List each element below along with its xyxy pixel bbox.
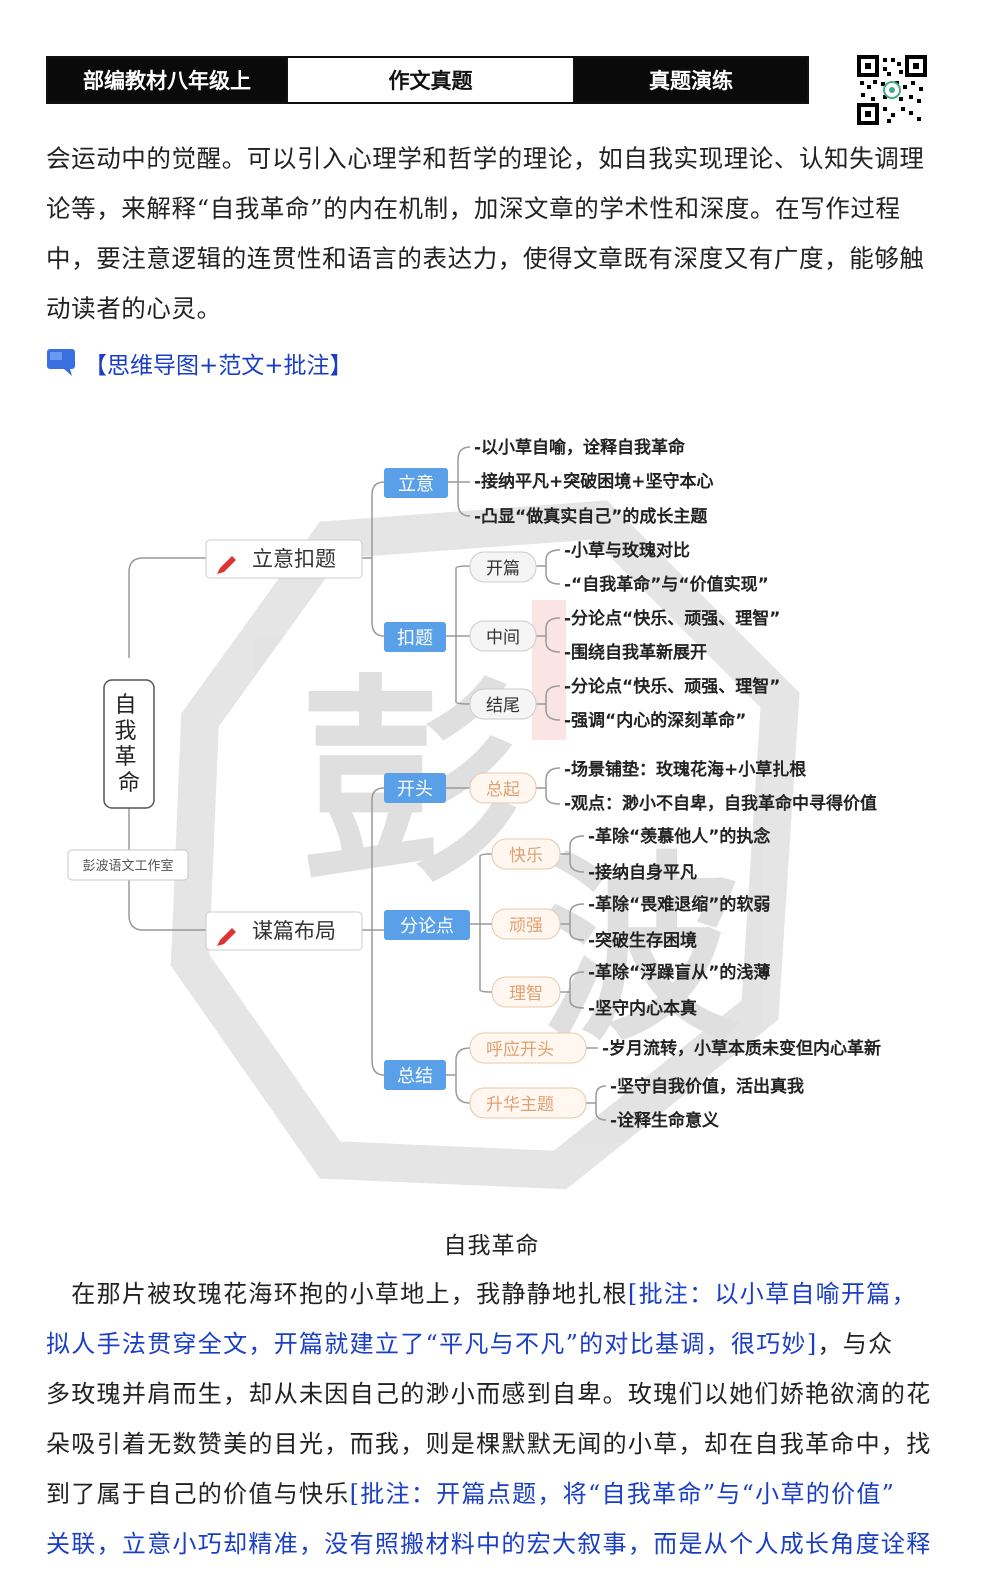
intro-line: 中，要注意逻辑的连贯性和语言的表达力，使得文章既有深度又有广度，能够触 [46, 244, 925, 273]
leaf-text: -岁月流转，小草本质未变但内心革新 [602, 1038, 881, 1059]
node-jiewei [469, 688, 537, 720]
leaf-text: -凸显“做真实自己”的成长主题 [474, 506, 708, 527]
node-label: 升华主题 [486, 1095, 554, 1115]
studio-label: 彭波语文工作室 [82, 858, 173, 874]
essay-line: 朵吸引着无数赞美的目光，而我，则是棵默默无闻的小草，却在自我革命中，找 [46, 1419, 936, 1469]
root-node [103, 679, 155, 809]
essay-text: 到了属于自己的价值与快乐 [46, 1480, 350, 1508]
node-kouti [384, 622, 446, 652]
mind-map: 彭 波 自 我 革 [67, 437, 881, 1190]
node-fenlundian [384, 910, 470, 940]
leaf-text: -分论点“快乐、顽强、理智” [564, 676, 780, 697]
qr-code-icon [857, 55, 927, 125]
node-kuaile [491, 838, 561, 870]
leaf-text: -革除“畏难退缩”的软弱 [588, 894, 770, 915]
branch-label: 立意扣题 [252, 547, 336, 571]
svg-text:波: 波 [540, 833, 740, 1068]
essay-line: 关联，立意小巧却精准，没有照搬材料中的宏大叙事，而是从个人成长角度诠释 [46, 1519, 936, 1569]
node-label: 结尾 [486, 696, 520, 716]
leaf-text: -分论点“快乐、顽强、理智” [564, 608, 780, 629]
leaf-text: -诠释生命意义 [610, 1110, 719, 1131]
node-label: 顽强 [509, 916, 543, 936]
essay-text: 朵吸引着无数赞美的目光，而我，则是棵默默无闻的小草，却在自我革命中，找 [46, 1430, 932, 1458]
node-label: 开篇 [486, 559, 520, 579]
header-grade: 部编教材八年级上 [48, 58, 286, 102]
leaf-text: -小草与玫瑰对比 [564, 540, 690, 561]
leaf-text: -突破生存困境 [588, 930, 697, 951]
section-heading: 【思维导图+范文+批注】 [46, 346, 353, 380]
chat-bubble-icon [47, 349, 75, 376]
leaf-text: -以小草自喻，诠释自我革命 [474, 437, 686, 458]
annotation-text: [批注：以小草自喻开篇， [627, 1280, 917, 1308]
node-label: 总结 [397, 1066, 433, 1087]
node-label: 开头 [397, 779, 433, 800]
intro-paragraph: 会运动中的觉醒。可以引入心理学和哲学的理论，如自我实现理论、认知失调理 论等，来… [46, 134, 936, 334]
leaf-text: -革除“浮躁盲从”的浅薄 [588, 962, 770, 983]
leaf-text: -强调“内心的深刻革命” [564, 710, 746, 731]
node-label: 分论点 [400, 916, 454, 937]
essay-body: 在那片被玫瑰花海环抱的小草地上，我静静地扎根[批注：以小草自喻开篇，拟人手法贯穿… [46, 1269, 936, 1569]
essay-text: ，与众 [817, 1330, 894, 1358]
node-shenghua [469, 1087, 587, 1119]
node-liyi [384, 468, 448, 498]
intro-line: 会运动中的觉醒。可以引入心理学和哲学的理论，如自我实现理论、认知失调理 [46, 144, 925, 173]
header-bar: 部编教材八年级上 作文真题 真题演练 [46, 56, 809, 104]
node-label: 中间 [486, 628, 520, 648]
essay-line: 到了属于自己的价值与快乐[批注：开篇点题，将“自我革命”与“小草的价值” [46, 1469, 936, 1519]
header-category: 作文真题 [286, 58, 575, 102]
node-label: 呼应开头 [486, 1040, 554, 1060]
node-huying [469, 1032, 587, 1064]
leaf-text: -接纳平凡+突破困境+坚守本心 [474, 471, 714, 492]
pencil-icon [217, 928, 236, 946]
node-kaitou [384, 773, 446, 803]
branch-node-liyi-koutí [205, 539, 363, 579]
node-label: 快乐 [509, 846, 543, 866]
node-label: 立意 [398, 474, 434, 495]
leaf-text: -革除“羡慕他人”的执念 [588, 826, 770, 847]
node-label: 理智 [509, 984, 543, 1004]
branch-label: 谋篇布局 [252, 919, 336, 943]
leaf-text: -坚守内心本真 [588, 998, 697, 1019]
node-label: 总起 [486, 780, 520, 800]
leaf-text: -“自我革命”与“价值实现” [564, 574, 769, 595]
node-zongjie [384, 1060, 446, 1090]
node-kaipian [469, 551, 537, 583]
node-label: 扣题 [397, 628, 433, 649]
node-zhongjian [469, 620, 537, 652]
node-zongqi [469, 772, 537, 804]
studio-box [67, 849, 189, 881]
leaf-text: -接纳自身平凡 [588, 862, 697, 883]
essay-title: 自我革命 [443, 1233, 540, 1259]
essay-line: 拟人手法贯穿全文，开篇就建立了“平凡与不凡”的对比基调，很巧妙]，与众 [46, 1319, 936, 1369]
essay-text: 多玫瑰并肩而生，却从未因自己的渺小而感到自卑。玫瑰们以她们娇艳欲滴的花 [46, 1380, 932, 1408]
annotation-text: 拟人手法贯穿全文，开篇就建立了“平凡与不凡”的对比基调，很巧妙] [46, 1330, 818, 1358]
intro-line: 论等，来解释“自我革命”的内在机制，加深文章的学术性和深度。在写作过程 [46, 194, 901, 223]
essay-text: 在那片被玫瑰花海环抱的小草地上，我静静地扎根 [46, 1280, 628, 1308]
node-lizhi [491, 976, 561, 1008]
essay-line: 多玫瑰并肩而生，却从未因自己的渺小而感到自卑。玫瑰们以她们娇艳欲滴的花 [46, 1369, 936, 1419]
header-section: 真题演练 [575, 58, 807, 102]
leaf-text: -观点：渺小不自卑，自我革命中寻得价值 [564, 793, 877, 814]
intro-line: 动读者的心灵。 [46, 294, 222, 323]
leaf-text: -围绕自我革新展开 [564, 642, 707, 663]
branch-node-layout [205, 911, 363, 951]
leaf-text: -场景铺垫：玫瑰花海+小草扎根 [564, 759, 806, 780]
annotation-text: [批注：开篇点题，将“自我革命”与“小草的价值” [349, 1480, 896, 1508]
pencil-icon [217, 556, 236, 574]
essay-line: 在那片被玫瑰花海环抱的小草地上，我静静地扎根[批注：以小草自喻开篇， [46, 1269, 936, 1319]
root-label: 自 我 革 命 [114, 693, 143, 796]
node-wanqiang [491, 908, 561, 940]
leaf-text: -坚守自我价值，活出真我 [610, 1076, 804, 1097]
annotation-text: 关联，立意小巧却精准，没有照搬材料中的宏大叙事，而是从个人成长角度诠释 [46, 1530, 932, 1558]
section-heading-label: 【思维导图+范文+批注】 [84, 353, 353, 379]
